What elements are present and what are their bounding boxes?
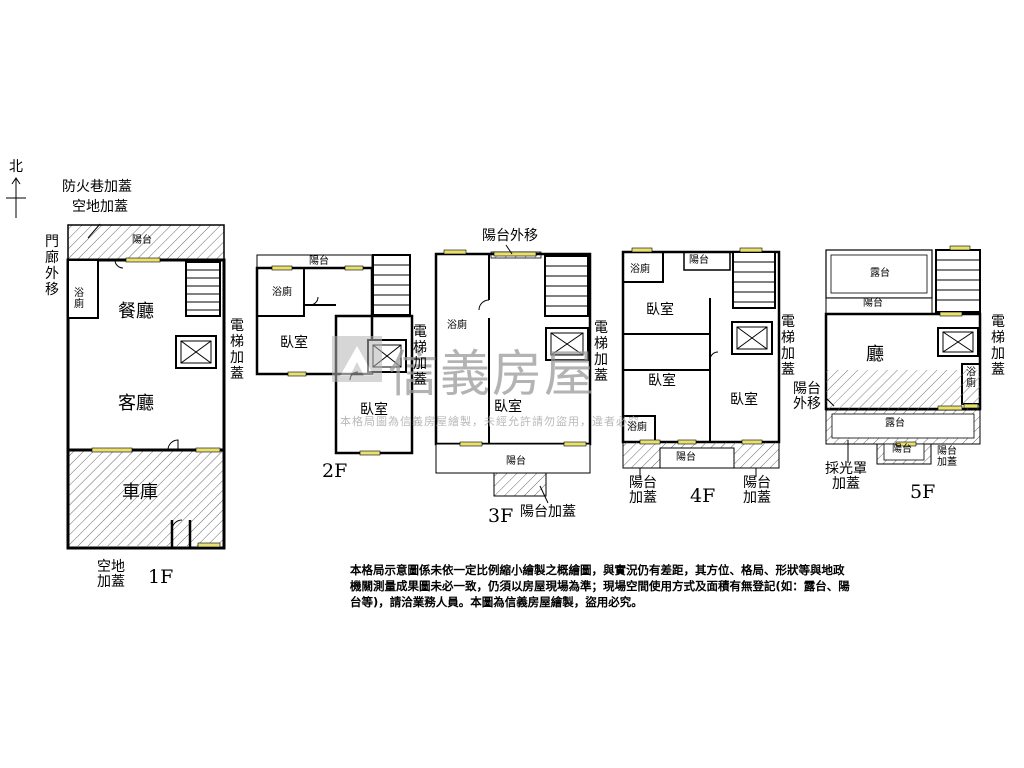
f5-bathroom: 浴廁 [966,367,976,389]
f4-bedroom-right: 臥室 [730,392,758,408]
f5-note-balcony-moved: 陽台外移 [793,381,821,413]
f2-floor-label: 2F [322,460,348,482]
f5-balcony-top: 陽台 [863,298,883,309]
f4-balcony-top: 陽台 [689,255,709,266]
annotation-leaders [87,223,849,504]
f3-bathroom: 浴廁 [447,320,467,331]
f3-note-balcony-moved: 陽台外移 [482,228,538,244]
north-label: 北 [9,159,23,175]
f5-hall: 廳 [866,344,884,365]
f4-elevator-note: 電梯加蓋 [781,314,795,378]
note-porch: 門廊外移 [45,234,59,298]
f5-elevator-note: 電梯加蓋 [991,314,1005,378]
watermark-brand: 信義房屋 [388,345,596,403]
f1-elevator-note: 電梯加蓋 [230,318,244,382]
f4-bathroom-bottom: 浴廁 [627,422,647,433]
f3-bedroom: 臥室 [494,399,522,415]
note-open-space-top: 空地加蓋 [72,199,128,215]
f1-garage: 車庫 [122,482,158,503]
floor-1f-plan [66,224,226,550]
floor-3f-plan [434,249,592,497]
f5-note-balcony-added: 陽台加蓋 [937,446,957,468]
note-open-space-bottom: 空地加蓋 [97,559,125,591]
f1-bathroom: 浴廁 [74,288,84,310]
disclaimer-text: 本格局示意圖係未依一定比例縮小繪製之概繪圖，與實況仍有差距，其方位、格局、形狀等… [350,563,850,609]
f1-floor-label: 1F [148,566,174,588]
f4-balcony-bottom: 陽台 [676,452,696,463]
f5-floor-label: 5F [910,481,936,503]
brand-logo-icon [332,336,382,382]
floor-4f-plan [621,247,781,469]
f5-note-skylight: 採光罩加蓋 [825,461,867,493]
f3-floor-label: 3F [488,505,514,527]
floor-5f-plan [824,245,982,465]
note-fire-lane: 防火巷加蓋 [62,179,132,195]
f3-note-balcony-added: 陽台加蓋 [520,504,576,520]
f5-terrace-bottom: 露台 [885,418,905,429]
f5-balcony-bottom: 陽台 [892,444,912,455]
f4-bedroom-mid: 臥室 [648,373,676,389]
f2-bedroom-left: 臥室 [280,335,308,351]
f4-bedroom-top: 臥室 [646,302,674,318]
f2-balcony: 陽台 [309,256,329,267]
f4-note-added-right: 陽台加蓋 [743,475,771,507]
watermark-subtitle: 本格局圖為信義房屋繪製，未經允許請勿盜用，違者必究 [340,415,640,428]
f2-elevator-note: 電梯加蓋 [413,324,427,388]
f2-bathroom: 浴廁 [272,287,292,298]
f1-living: 客廳 [118,393,154,414]
f1-balcony: 陽台 [132,235,152,246]
f3-balcony: 陽台 [506,456,526,467]
f2-bedroom-right: 臥室 [360,402,388,418]
north-arrow-icon [6,177,26,218]
f1-dining: 餐廳 [118,301,154,322]
f4-floor-label: 4F [690,485,716,507]
f4-note-added-left: 陽台加蓋 [629,475,657,507]
f4-bathroom-top: 浴廁 [630,264,650,275]
f5-terrace-top: 露台 [870,268,890,279]
f3-elevator-note: 電梯加蓋 [594,320,608,384]
